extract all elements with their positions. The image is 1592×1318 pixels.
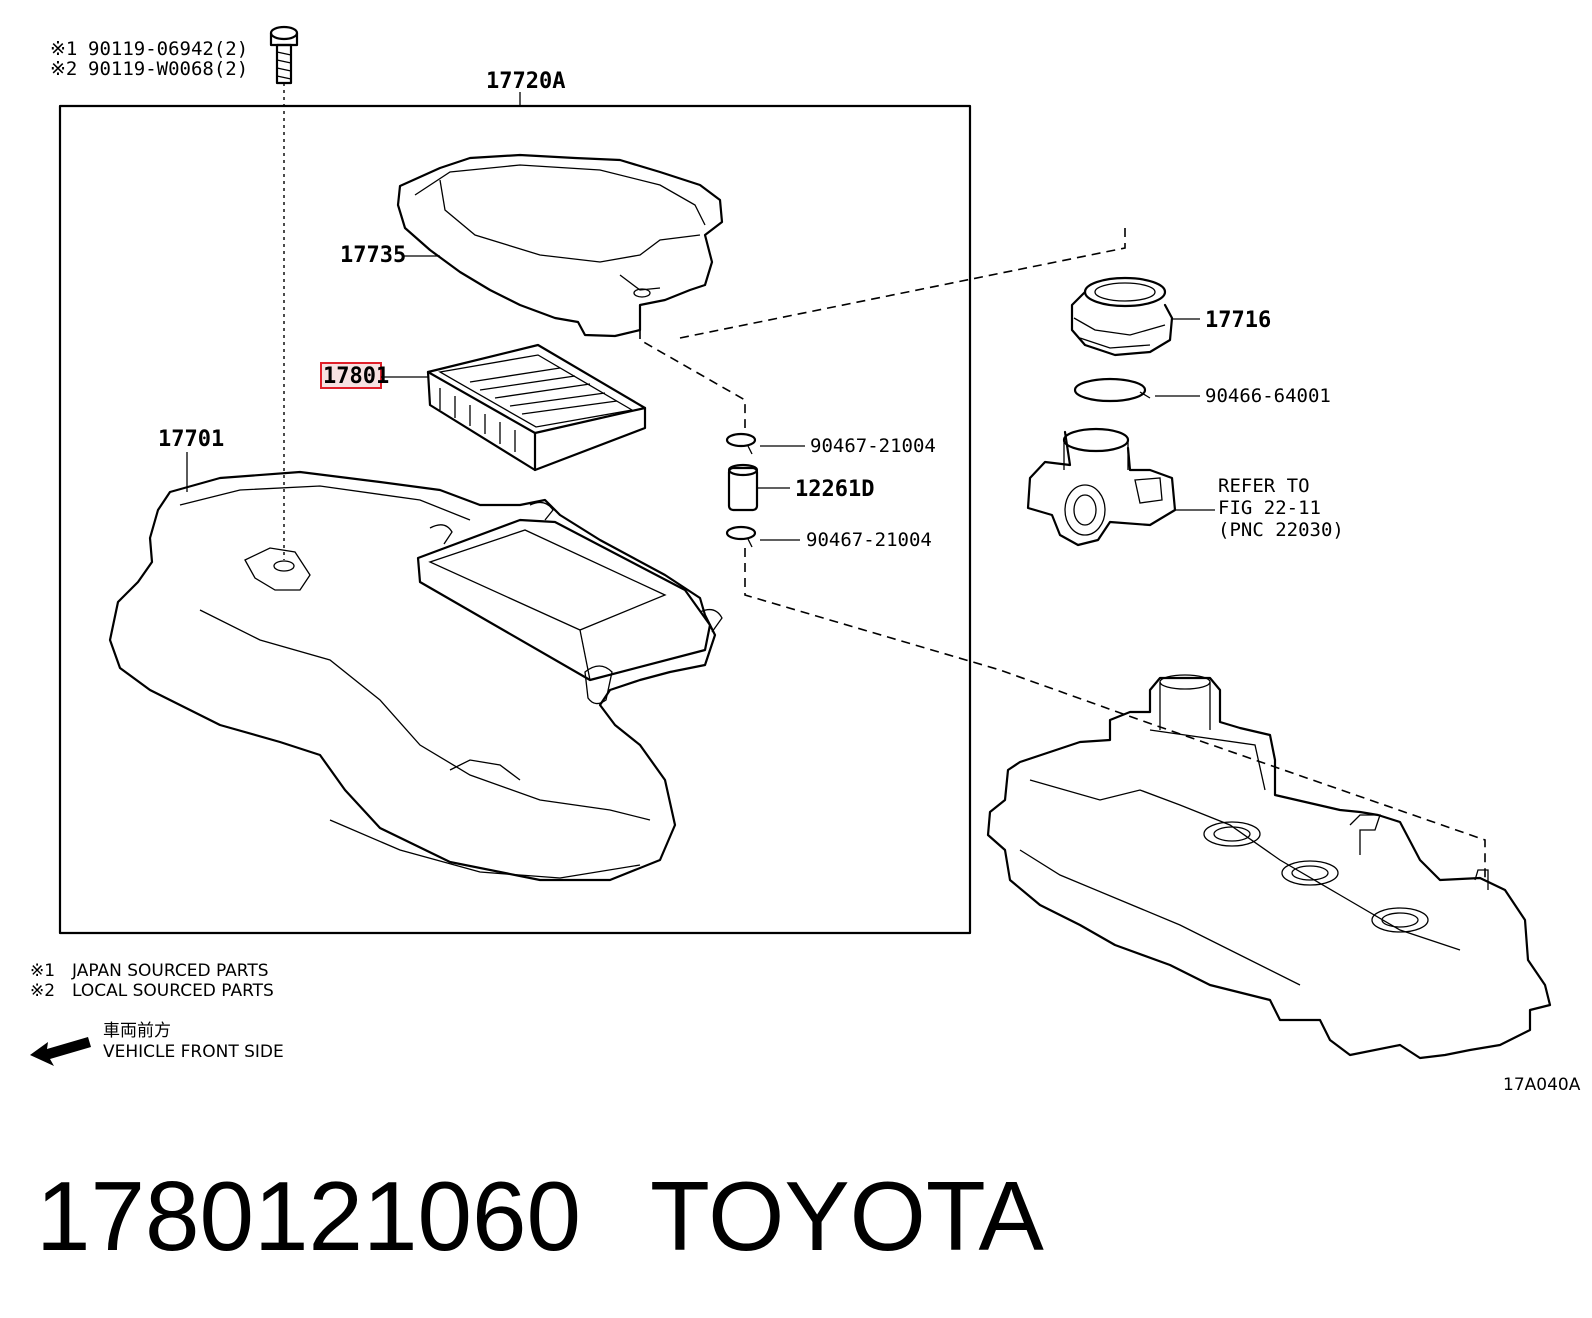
callout-inlet: 17716 — [1205, 308, 1271, 333]
legend-2-text: LOCAL SOURCED PARTS — [72, 981, 274, 1001]
legend-2-mark: ※2 — [30, 981, 55, 1001]
callout-filter[interactable]: 17801 — [323, 364, 389, 389]
refer-line-3: (PNC 22030) — [1218, 519, 1344, 541]
bolt-note-1-mark: ※1 — [50, 38, 77, 60]
part-number-title: 1780121060 — [36, 1161, 581, 1271]
clamp-lower — [725, 525, 800, 548]
throttle-body — [1026, 427, 1215, 547]
callout-assembly: 17720A — [486, 69, 565, 94]
callout-cap: 17735 — [340, 243, 406, 268]
legend-1-mark: ※1 — [30, 961, 55, 981]
cylinder-head-cover — [986, 674, 1552, 1060]
bolt-note-1-part: 90119-06942(2) — [88, 38, 248, 60]
refer-line-1: REFER TO — [1218, 475, 1310, 497]
callout-oring: 90466-64001 — [1205, 385, 1331, 407]
air-cleaner-cap — [396, 153, 724, 338]
filter-callout-highlight[interactable] — [320, 362, 382, 389]
filter-element — [426, 343, 647, 472]
bolt-icon — [269, 25, 299, 560]
figure-code: 17A040A — [1503, 1075, 1581, 1095]
intake-inlet — [1070, 276, 1200, 357]
callout-clamp-upper: 90467-21004 — [810, 435, 936, 457]
refer-line-2: FIG 22-11 — [1218, 497, 1321, 519]
front-label-en: VEHICLE FRONT SIDE — [103, 1042, 284, 1062]
callout-case: 17701 — [158, 427, 224, 452]
legend-1-text: JAPAN SOURCED PARTS — [71, 961, 269, 981]
callout-hose: 12261D — [795, 477, 874, 502]
brand-title: TOYOTA — [650, 1161, 1045, 1271]
callout-clamp-lower: 90467-21004 — [806, 529, 932, 551]
front-arrow-icon — [30, 1037, 91, 1066]
bolt-note-2-mark: ※2 — [50, 58, 77, 80]
front-label-jp: 車両前方 — [103, 1021, 171, 1041]
o-ring — [1073, 377, 1200, 403]
hose — [727, 463, 790, 512]
air-cleaner-case — [108, 470, 723, 882]
clamp-upper — [725, 432, 805, 455]
bolt-note-2-part: 90119-W0068(2) — [88, 58, 248, 80]
assembly-frame — [58, 104, 972, 935]
